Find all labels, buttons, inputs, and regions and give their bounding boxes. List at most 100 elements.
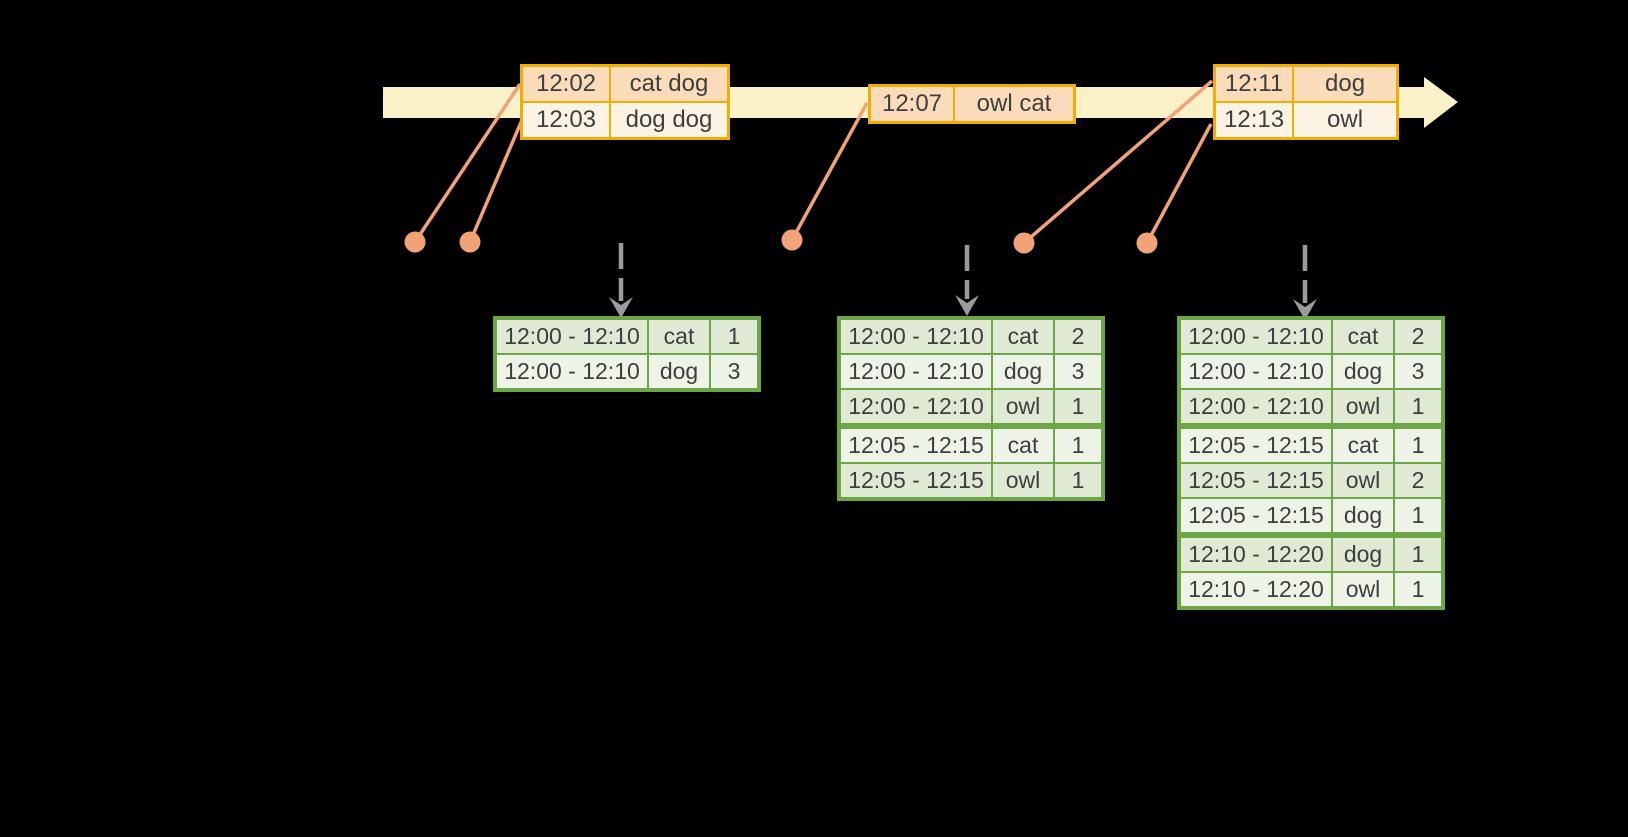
trigger-arrow-shafts <box>618 243 1308 303</box>
trigger-arrowhead-icon-2 <box>955 295 979 316</box>
table-cell: 12:00 - 12:10 <box>494 353 649 391</box>
event-dot-12-11 <box>1013 232 1035 254</box>
connector-line-12-11 <box>1022 79 1214 245</box>
table-cell: 12:05 - 12:15 <box>838 462 993 500</box>
table-cell: dog <box>1331 353 1395 390</box>
table-cell: 3 <box>709 353 760 391</box>
table-cell: 1 <box>1393 497 1444 536</box>
table-cell: dog <box>1292 64 1399 103</box>
table-cell: dog <box>1331 532 1395 573</box>
table-cell: 1 <box>1393 388 1444 427</box>
table-cell: owl <box>1292 101 1399 140</box>
table-cell: owl <box>1331 462 1395 499</box>
table-cell: 3 <box>1053 353 1104 390</box>
table-cell: 12:00 - 12:10 <box>494 317 649 355</box>
table-cell: 12:00 - 12:10 <box>838 317 993 355</box>
trigger-arrowhead-icon-3 <box>1293 299 1317 320</box>
table-cell: owl <box>991 462 1055 500</box>
table-cell: 12:00 - 12:10 <box>838 388 993 427</box>
table-cell: 12:02 <box>520 64 611 103</box>
connector-line-12-03 <box>468 119 524 243</box>
table-cell: 12:07 <box>868 84 955 124</box>
table-cell: 1 <box>1393 532 1444 573</box>
table-cell: 1 <box>1393 571 1444 609</box>
connector-line-12-07 <box>790 102 869 241</box>
timeline-arrowhead-icon <box>1424 77 1458 128</box>
table-cell: 12:00 - 12:10 <box>838 353 993 390</box>
event-dots <box>404 229 1158 254</box>
table-cell: 12:11 <box>1213 64 1295 103</box>
table-cell: dog <box>1331 497 1395 536</box>
table-cell: 12:13 <box>1213 101 1295 140</box>
table-cell: dog <box>991 353 1055 390</box>
table-cell: cat <box>1331 317 1395 355</box>
trigger-arrowhead-icon-1 <box>609 297 633 318</box>
table-cell: 12:00 - 12:10 <box>1178 353 1333 390</box>
table-cell: 1 <box>1053 388 1104 427</box>
table-cell: cat <box>647 317 711 355</box>
table-cell: cat <box>1331 423 1395 464</box>
event-dot-12-07 <box>781 229 803 251</box>
table-cell: 1 <box>1053 462 1104 500</box>
table-cell: owl <box>1331 388 1395 427</box>
table-cell: 12:05 - 12:15 <box>1178 497 1333 536</box>
event-dot-12-13 <box>1136 232 1158 254</box>
table-cell: 12:03 <box>520 101 611 140</box>
table-cell: 2 <box>1053 317 1104 355</box>
table-cell: 12:05 - 12:15 <box>1178 423 1333 464</box>
table-cell: 12:00 - 12:10 <box>1178 388 1333 427</box>
table-cell: 2 <box>1393 462 1444 499</box>
trigger-arrowheads <box>609 295 1317 320</box>
table-cell: owl cat <box>953 84 1076 124</box>
table-cell: owl <box>1331 571 1395 609</box>
table-cell: 3 <box>1393 353 1444 390</box>
table-cell: cat <box>991 317 1055 355</box>
table-cell: owl <box>991 388 1055 427</box>
table-cell: 1 <box>709 317 760 355</box>
event-dot-12-02 <box>404 231 426 253</box>
table-cell: cat <box>991 423 1055 464</box>
table-cell: 1 <box>1053 423 1104 464</box>
table-cell: 12:10 - 12:20 <box>1178 571 1333 609</box>
table-cell: dog <box>647 353 711 391</box>
table-cell: 12:05 - 12:15 <box>838 423 993 464</box>
table-cell: 2 <box>1393 317 1444 355</box>
connector-line-12-02 <box>413 83 522 243</box>
table-cell: 12:10 - 12:20 <box>1178 532 1333 573</box>
table-cell: 12:00 - 12:10 <box>1178 317 1333 355</box>
table-cell: 12:05 - 12:15 <box>1178 462 1333 499</box>
event-dot-12-03 <box>459 231 481 253</box>
connector-line-12-13 <box>1145 123 1213 244</box>
table-cell: cat dog <box>609 64 730 103</box>
event-connector-lines <box>413 79 1214 245</box>
table-cell: 1 <box>1393 423 1444 464</box>
table-cell: dog dog <box>609 101 730 140</box>
